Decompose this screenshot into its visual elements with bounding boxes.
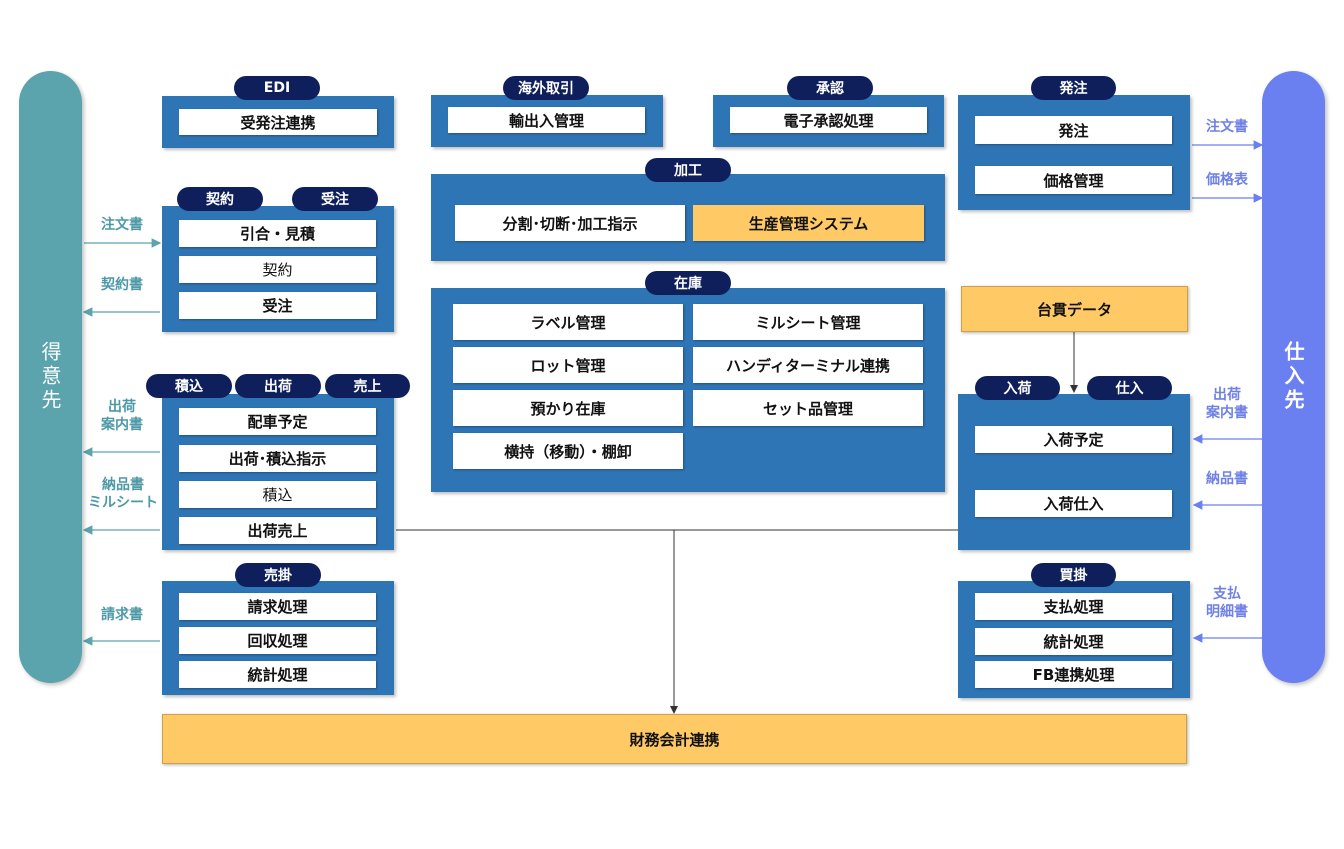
left-label-invoice: 請求書 <box>101 607 143 623</box>
approval-item-1[interactable]: 電子承認処理 <box>730 107 927 133</box>
supplier-pill: 仕入先 <box>1262 71 1325 683</box>
sales-badge: 売上 <box>325 374 410 398</box>
edi-item-1[interactable]: 受発注連携 <box>179 109 377 135</box>
ordering-item-1[interactable]: 発注 <box>975 116 1172 144</box>
order-receive-badge: 受注 <box>292 187 378 211</box>
shipping-item-1[interactable]: 配車予定 <box>179 408 376 435</box>
left-label-contract-doc: 契約書 <box>101 277 143 293</box>
receiving-item-1[interactable]: 入荷予定 <box>975 426 1172 453</box>
inventory-item-6[interactable]: セット品管理 <box>693 390 923 426</box>
payable-item-1[interactable]: 支払処理 <box>975 593 1172 620</box>
receivable-item-3[interactable]: 統計処理 <box>179 661 376 688</box>
contract-badge: 契約 <box>177 187 263 211</box>
right-label-price-list: 価格表 <box>1206 172 1248 188</box>
right-label-payment-doc: 支払 明細書 <box>1206 586 1248 620</box>
right-label-order-doc: 注文書 <box>1206 119 1248 135</box>
ordering-item-2[interactable]: 価格管理 <box>975 166 1172 194</box>
receiving-panel <box>958 394 1190 550</box>
payable-badge: 買掛 <box>1031 563 1116 587</box>
shipping-item-3[interactable]: 積込 <box>179 481 376 508</box>
shipment-badge: 出荷 <box>235 374 321 398</box>
loading-badge: 積込 <box>146 374 232 398</box>
right-label-ship-notice: 出荷 案内書 <box>1206 387 1248 421</box>
shipping-item-2[interactable]: 出荷･積込指示 <box>179 445 376 472</box>
shipping-item-4[interactable]: 出荷売上 <box>179 517 376 544</box>
overseas-item-1[interactable]: 輸出入管理 <box>448 107 645 133</box>
payable-item-2[interactable]: 統計処理 <box>975 628 1172 655</box>
contract-item-3[interactable]: 受注 <box>179 292 376 319</box>
overseas-badge: 海外取引 <box>503 76 589 100</box>
inventory-item-7[interactable]: 横持（移動）・棚卸 <box>453 433 683 469</box>
inventory-badge: 在庫 <box>645 271 731 295</box>
purchase-badge: 仕入 <box>1087 376 1172 400</box>
left-label-ship-notice: 出荷 案内書 <box>101 399 143 433</box>
inventory-item-3[interactable]: ロット管理 <box>453 347 683 383</box>
contract-item-2[interactable]: 契約 <box>179 256 376 283</box>
processing-badge: 加工 <box>645 158 731 182</box>
processing-item-1[interactable]: 分割･切断･加工指示 <box>455 205 685 241</box>
inventory-item-5[interactable]: 預かり在庫 <box>453 390 683 426</box>
right-label-delivery-doc: 納品書 <box>1206 471 1248 487</box>
receivable-item-1[interactable]: 請求処理 <box>179 593 376 620</box>
approval-badge: 承認 <box>787 76 873 100</box>
inventory-item-4[interactable]: ハンディターミナル連携 <box>693 347 923 383</box>
left-label-delivery-doc: 納品書 ミルシート <box>88 477 158 511</box>
accounting-box[interactable]: 財務会計連携 <box>162 714 1187 764</box>
receivable-badge: 売掛 <box>235 563 321 587</box>
edi-badge: EDI <box>234 76 320 100</box>
customer-pill: 得意先 <box>19 71 82 683</box>
receivable-item-2[interactable]: 回収処理 <box>179 627 376 654</box>
left-label-order-doc: 注文書 <box>101 217 143 233</box>
ordering-badge: 発注 <box>1031 76 1116 100</box>
processing-item-2[interactable]: 生産管理システム <box>693 205 924 241</box>
payable-item-3[interactable]: FB連携処理 <box>975 661 1172 688</box>
receiving-item-2[interactable]: 入荷仕入 <box>975 490 1172 517</box>
weighbridge-data-box[interactable]: 台貫データ <box>961 286 1188 332</box>
inventory-item-1[interactable]: ラベル管理 <box>453 304 683 340</box>
arrival-badge: 入荷 <box>975 376 1060 400</box>
contract-item-1[interactable]: 引合・見積 <box>179 220 376 247</box>
inventory-item-2[interactable]: ミルシート管理 <box>693 304 923 340</box>
